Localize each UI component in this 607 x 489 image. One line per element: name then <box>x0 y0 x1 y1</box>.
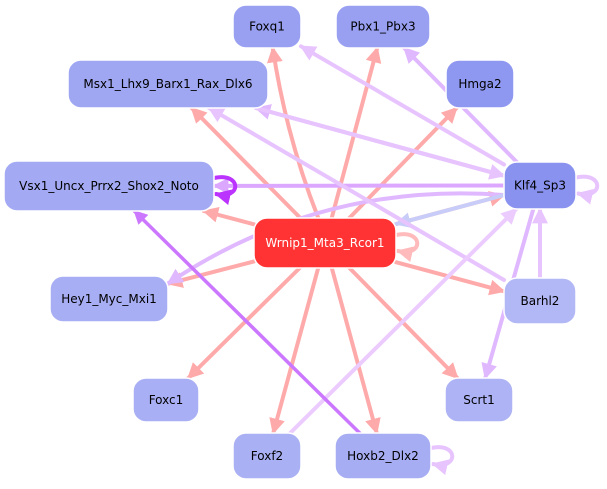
node-label: Msx1_Lhx9_Barx1_Rax_Dlx6 <box>83 77 252 91</box>
edge-wrnip1_mta3_rcor1-to-foxq1 <box>266 46 321 220</box>
edge-msx1_lhx9_barx1_rax_dlx6-to-klf4_sp3 <box>253 106 506 180</box>
node-box[interactable] <box>503 277 577 325</box>
edge-hoxb2_dlx2-to-vsx1_uncx_prrx2_shox2_noto <box>132 209 362 435</box>
node-hey1_myc_mxi1[interactable]: Hey1_Myc_Mxi1 <box>49 275 169 323</box>
node-label: Barhl2 <box>521 294 560 308</box>
edge-wrnip1_mta3_rcor1-to-msx1_lhx9_barx1_rax_dlx6 <box>189 106 303 220</box>
node-box[interactable] <box>132 377 200 423</box>
node-label: Foxf2 <box>251 449 283 463</box>
node-msx1_lhx9_barx1_rax_dlx6[interactable]: Msx1_Lhx9_Barx1_Rax_Dlx6 <box>67 59 269 109</box>
node-box[interactable] <box>67 59 269 109</box>
edge-hoxb2_dlx2-to-hoxb2_dlx2 <box>429 445 455 476</box>
edge-vsx1_uncx_prrx2_shox2_noto-to-vsx1_uncx_prrx2_shox2_noto <box>212 175 238 206</box>
edges-layer <box>132 44 600 476</box>
node-label: Hoxb2_Dlx2 <box>347 449 419 463</box>
node-box[interactable] <box>232 432 302 480</box>
node-label: Wrnip1_Mta3_Rcor1 <box>265 236 384 250</box>
node-box[interactable] <box>444 377 514 423</box>
node-label: Klf4_Sp3 <box>514 179 566 193</box>
node-label: Hey1_Myc_Mxi1 <box>61 292 157 306</box>
edge-klf4_sp3-to-wrnip1_mta3_rcor1 <box>394 193 506 229</box>
node-label: Hmga2 <box>458 77 501 91</box>
node-hoxb2_dlx2[interactable]: Hoxb2_Dlx2 <box>334 432 432 480</box>
edge-klf4_sp3-to-foxq1 <box>299 44 506 167</box>
node-hmga2[interactable]: Hmga2 <box>445 59 515 109</box>
node-box[interactable] <box>232 4 302 49</box>
node-box[interactable] <box>253 217 397 269</box>
node-label: Foxq1 <box>249 20 285 34</box>
node-foxc1[interactable]: Foxc1 <box>132 377 200 423</box>
edge-wrnip1_mta3_rcor1-to-hoxb2_dlx2 <box>329 266 381 435</box>
node-foxq1[interactable]: Foxq1 <box>232 4 302 49</box>
edge-foxf2-to-klf4_sp3 <box>288 207 519 435</box>
node-box[interactable] <box>445 59 515 109</box>
node-wrnip1_mta3_rcor1[interactable]: Wrnip1_Mta3_Rcor1 <box>253 217 397 269</box>
node-label: Pbx1_Pbx3 <box>350 20 415 34</box>
edge-klf4_sp3-to-hey1_myc_mxi1 <box>166 191 506 286</box>
node-scrt1[interactable]: Scrt1 <box>444 377 514 423</box>
node-klf4_sp3[interactable]: Klf4_Sp3 <box>503 161 577 210</box>
edge-barhl2-to-msx1_lhx9_barx1_rax_dlx6 <box>207 106 506 282</box>
node-label: Scrt1 <box>463 393 495 407</box>
node-label: Foxc1 <box>149 393 184 407</box>
edge-wrnip1_mta3_rcor1-to-wrnip1_mta3_rcor1 <box>394 232 420 263</box>
node-box[interactable] <box>503 161 577 210</box>
edge-klf4_sp3-to-klf4_sp3 <box>574 174 600 205</box>
node-barhl2[interactable]: Barhl2 <box>503 277 577 325</box>
node-box[interactable] <box>3 160 215 212</box>
edge-wrnip1_mta3_rcor1-to-foxf2 <box>269 266 321 435</box>
edge-wrnip1_mta3_rcor1-to-hey1_myc_mxi1 <box>166 259 256 288</box>
node-vsx1_uncx_prrx2_shox2_noto[interactable]: Vsx1_Uncx_Prrx2_Shox2_Noto <box>3 160 215 212</box>
node-pbx1_pbx3[interactable]: Pbx1_Pbx3 <box>335 4 431 49</box>
edge-wrnip1_mta3_rcor1-to-vsx1_uncx_prrx2_shox2_noto <box>201 206 256 227</box>
node-foxf2[interactable]: Foxf2 <box>232 432 302 480</box>
node-box[interactable] <box>334 432 432 480</box>
node-box[interactable] <box>335 4 431 49</box>
node-box[interactable] <box>49 275 169 323</box>
edge-wrnip1_mta3_rcor1-to-foxc1 <box>186 266 302 380</box>
node-label: Vsx1_Uncx_Prrx2_Shox2_Noto <box>19 179 199 193</box>
